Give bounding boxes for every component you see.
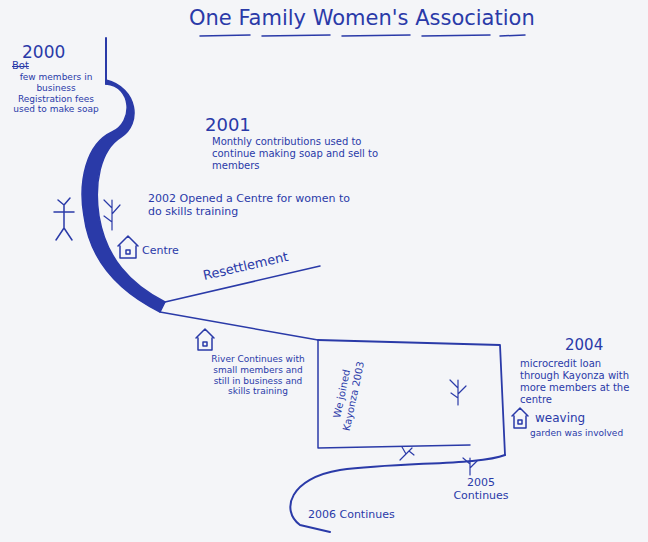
year: 2001: [205, 114, 251, 136]
year: 2004: [565, 336, 603, 354]
river-label: Resettlement: [201, 249, 289, 284]
crossed-word: Bot: [12, 60, 29, 72]
note: microcredit loan through Kayonza with mo…: [520, 358, 640, 406]
note: few members in business Registration fee…: [12, 72, 100, 115]
title: One Family Women's Association: [189, 6, 535, 31]
note: 2005 Continues: [448, 476, 514, 502]
year: 2000: [22, 42, 65, 62]
note: Monthly contributions used to continue m…: [212, 136, 380, 172]
note: garden was involved: [530, 428, 644, 439]
note: 2002 Opened a Centre for women to do ski…: [148, 192, 353, 218]
note: We joined Kayonza 2003: [328, 354, 368, 435]
note: River Continues with small members and s…: [208, 354, 308, 397]
note: weaving: [535, 411, 585, 425]
note: 2006 Continues: [308, 508, 395, 521]
place-label: Centre: [142, 244, 179, 257]
